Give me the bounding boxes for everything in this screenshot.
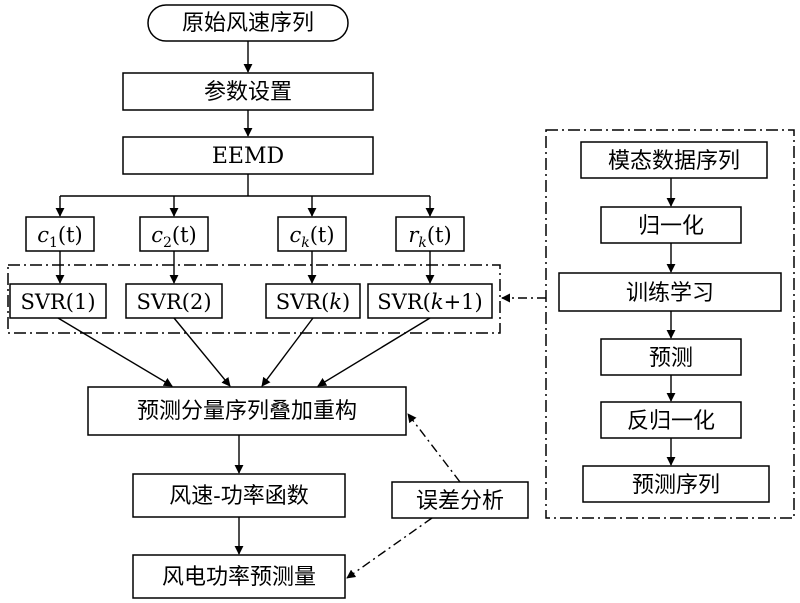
wind-power-label: 风速-功率函数 bbox=[169, 484, 308, 509]
side-modal-data-label: 模态数据序列 bbox=[608, 149, 740, 174]
node-error: 误差分析 bbox=[391, 481, 529, 519]
edge-svrk1-reconstruct bbox=[317, 317, 431, 387]
svr1-label: SVR(1) bbox=[20, 290, 95, 314]
c2-arg: (t) bbox=[172, 223, 197, 247]
svrk1-var: k bbox=[431, 290, 444, 314]
error-label: 误差分析 bbox=[416, 489, 504, 514]
svg-text:c2(t): c2(t) bbox=[151, 223, 197, 251]
side-train: 训练学习 bbox=[558, 272, 782, 312]
svr2-label: SVR(2) bbox=[136, 290, 211, 314]
svg-text:SVR(k): SVR(k) bbox=[276, 290, 351, 314]
side-modal-data: 模态数据序列 bbox=[580, 141, 768, 179]
node-eemd: EEMD bbox=[122, 136, 374, 175]
node-params-label: 参数设置 bbox=[204, 80, 292, 105]
side-pred-seq: 预测序列 bbox=[582, 465, 770, 503]
c1-base: c bbox=[37, 223, 49, 247]
node-output: 风电功率预测量 bbox=[132, 554, 346, 599]
edge-error-reconstruct bbox=[407, 413, 461, 483]
side-normalize-label: 归一化 bbox=[638, 214, 704, 239]
svrk-var: k bbox=[329, 290, 342, 314]
node-c1: c1(t) bbox=[25, 216, 95, 252]
side-train-label: 训练学习 bbox=[626, 281, 714, 306]
node-c2: c2(t) bbox=[139, 216, 209, 252]
c2-base: c bbox=[151, 223, 163, 247]
rk-base: r bbox=[408, 223, 420, 247]
node-eemd-label: EEMD bbox=[212, 144, 284, 169]
svg-text:c1(t): c1(t) bbox=[37, 223, 83, 251]
side-normalize: 归一化 bbox=[600, 206, 742, 244]
node-reconstruct: 预测分量序列叠加重构 bbox=[87, 386, 407, 436]
node-svr2: SVR(2) bbox=[125, 283, 223, 319]
side-denormalize: 反归一化 bbox=[600, 401, 742, 439]
edge-svrk-reconstruct bbox=[261, 317, 314, 387]
c2-sub: 2 bbox=[163, 235, 172, 251]
reconstruct-label: 预测分量序列叠加重构 bbox=[137, 399, 357, 424]
svg-text:ck(t): ck(t) bbox=[289, 223, 334, 251]
svg-text:SVR(k+1): SVR(k+1) bbox=[377, 290, 482, 314]
svrk1-suffix: +1) bbox=[444, 290, 483, 314]
side-pred-seq-label: 预测序列 bbox=[632, 473, 720, 498]
node-svrk: SVR(k) bbox=[265, 283, 361, 319]
ck-base: c bbox=[289, 223, 301, 247]
edge-svr1-reconstruct bbox=[57, 317, 173, 387]
edge-svr2-reconstruct bbox=[173, 317, 231, 387]
svrk-prefix: SVR( bbox=[276, 290, 330, 314]
node-start-label: 原始风速序列 bbox=[182, 11, 314, 36]
rk-sub: k bbox=[418, 235, 426, 251]
svrk-suffix: ) bbox=[342, 290, 350, 314]
node-svrk1: SVR(k+1) bbox=[367, 283, 493, 319]
node-start: 原始风速序列 bbox=[147, 4, 349, 42]
edge-error-output bbox=[346, 517, 433, 579]
svrk1-prefix: SVR( bbox=[377, 290, 431, 314]
rk-arg: (t) bbox=[427, 223, 452, 247]
node-params: 参数设置 bbox=[122, 72, 374, 111]
side-predict-label: 预测 bbox=[649, 346, 693, 371]
node-svr1: SVR(1) bbox=[9, 283, 107, 319]
node-ck: ck(t) bbox=[277, 216, 347, 252]
side-panel-frame bbox=[545, 129, 795, 519]
svr-group-frame bbox=[7, 264, 501, 334]
ck-arg: (t) bbox=[310, 223, 335, 247]
ck-sub: k bbox=[301, 235, 309, 251]
c1-sub: 1 bbox=[49, 235, 58, 251]
c1-arg: (t) bbox=[58, 223, 83, 247]
svg-text:rk(t): rk(t) bbox=[408, 223, 451, 251]
side-denormalize-label: 反归一化 bbox=[627, 409, 715, 434]
output-label: 风电功率预测量 bbox=[162, 565, 316, 590]
node-rk: rk(t) bbox=[395, 216, 465, 252]
node-wind-power: 风速-功率函数 bbox=[132, 473, 346, 518]
side-predict: 预测 bbox=[600, 338, 742, 376]
